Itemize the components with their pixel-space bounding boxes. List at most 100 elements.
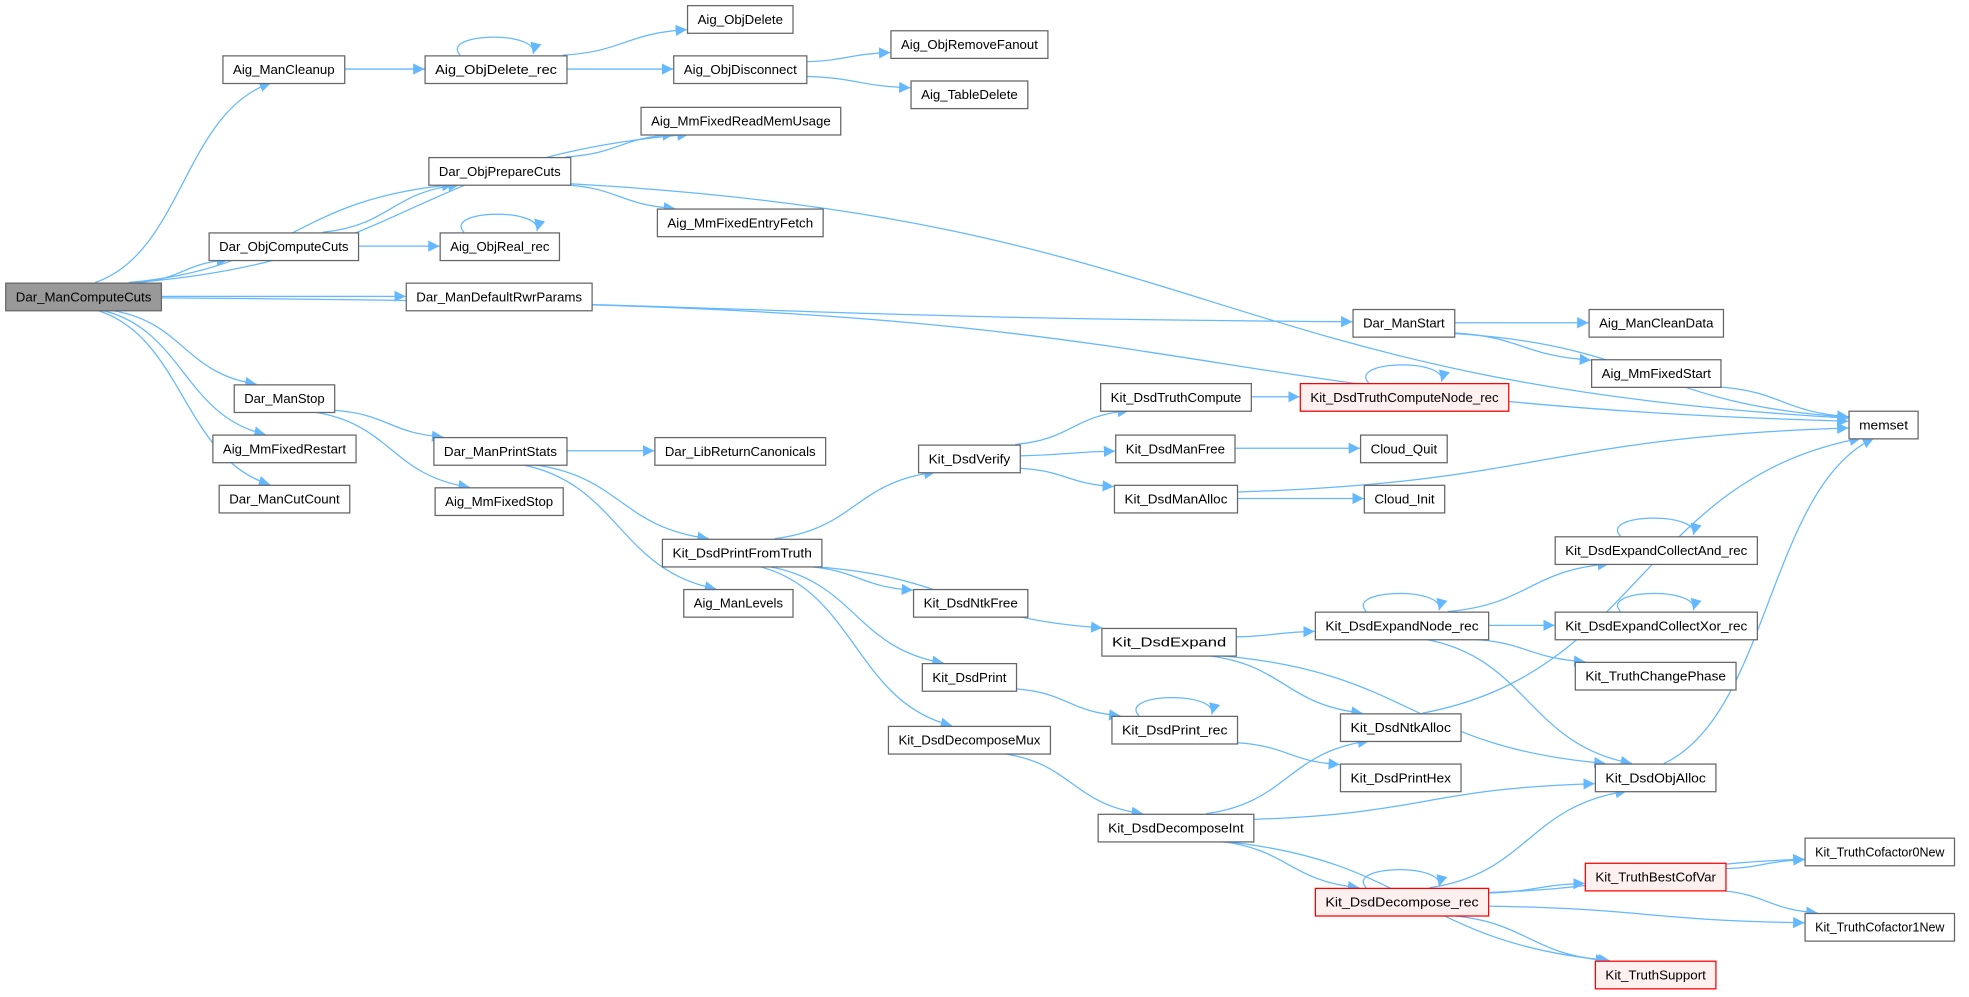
node-cloud-quit[interactable]: Cloud_Quit [1359, 434, 1448, 464]
node-kit-dsdprint[interactable]: Kit_DsdPrint [921, 662, 1018, 692]
node-box [405, 282, 593, 312]
node-label: Kit_TruthCofactor0New [1815, 844, 1945, 859]
node-box [654, 436, 827, 466]
node-aig-mmfixedstop[interactable]: Aig_MmFixedStop [434, 487, 564, 517]
node-kit-dsddecompose-rec[interactable]: Kit_DsdDecompose_rec [1314, 887, 1490, 917]
node-label: Dar_ManPrintStats [444, 444, 557, 459]
node-box [1101, 627, 1237, 657]
node-dar-mancutcount[interactable]: Dar_ManCutCount [218, 484, 351, 514]
call-edge-dar-mancomputecuts-to-dar-objcomputecuts [137, 255, 229, 284]
node-kit-dsdobjalloc[interactable]: Kit_DsdObjAlloc [1594, 763, 1717, 793]
node-label: Aig_ManLevels [694, 596, 784, 611]
call-edge-kit-dsdprintfromtruth-to-kit-dsdntkfree [804, 565, 913, 596]
node-box [912, 588, 1029, 618]
node-kit-dsdmanfree[interactable]: Kit_DsdManFree [1115, 434, 1236, 464]
node-kit-dsdexpandcollectand-rec[interactable]: Kit_DsdExpandCollectAnd_rec [1554, 536, 1758, 566]
node-kit-dsdexpand[interactable]: Kit_DsdExpand [1101, 627, 1237, 657]
node-kit-dsdprintfromtruth[interactable]: Kit_DsdPrintFromTruth [661, 538, 823, 568]
node-kit-dsddecomposeint[interactable]: Kit_DsdDecomposeInt [1097, 813, 1255, 843]
node-box [686, 5, 794, 34]
node-aig-mmfixedrestart[interactable]: Aig_MmFixedRestart [212, 434, 357, 464]
node-label: Aig_MmFixedRestart [223, 441, 346, 456]
node-box [1574, 661, 1737, 691]
node-label: Aig_ObjDelete_rec [435, 62, 557, 77]
node-aig-mmfixedstart[interactable]: Aig_MmFixedStart [1590, 359, 1722, 389]
node-box [434, 487, 564, 517]
node-aig-mmfixedreadmemusage[interactable]: Aig_MmFixedReadMemUsage [640, 106, 842, 136]
node-kit-dsdexpandcollectxor-rec[interactable]: Kit_DsdExpandCollectXor_rec [1554, 611, 1758, 641]
node-kit-dsdprint-rec[interactable]: Kit_DsdPrint_rec [1111, 715, 1239, 745]
node-box [917, 444, 1021, 474]
call-edge-kit-dsdexpandcollectxor-rec-to-kit-dsdexpandcollectxor-rec [1616, 592, 1702, 612]
node-aig-mancleanup[interactable]: Aig_ManCleanup [222, 55, 346, 85]
node-cloud-init[interactable]: Cloud_Init [1363, 484, 1446, 514]
node-box [1111, 715, 1239, 745]
node-aig-objdelete-rec[interactable]: Aig_ObjDelete_rec [424, 55, 568, 85]
node-box [1339, 713, 1462, 743]
node-memset[interactable]: memset [1848, 410, 1919, 440]
node-kit-truthbestcofvar[interactable]: Kit_TruthBestCofVar [1584, 862, 1727, 892]
node-box [1804, 912, 1956, 942]
node-label: Dar_LibReturnCanonicals [665, 444, 816, 459]
node-aig-objreal-rec[interactable]: Aig_ObjReal_rec [439, 232, 561, 262]
node-kit-dsdmanalloc[interactable]: Kit_DsdManAlloc [1113, 484, 1239, 514]
node-dar-manstop[interactable]: Dar_ManStop [233, 384, 336, 414]
call-edge-kit-dsdexpandnode-rec-to-kit-dsdexpandcollectand-rec [1447, 559, 1610, 613]
node-aig-objdelete[interactable]: Aig_ObjDelete [686, 5, 794, 34]
call-edge-kit-dsdmanalloc-to-memset [1236, 422, 1849, 493]
node-aig-manlevels[interactable]: Aig_ManLevels [683, 588, 794, 618]
node-aig-tabledelete[interactable]: Aig_TableDelete [910, 80, 1029, 110]
node-kit-truthsupport[interactable]: Kit_TruthSupport [1594, 960, 1717, 990]
node-dar-mancomputecuts[interactable]: Dar_ManComputeCuts [5, 282, 163, 312]
node-aig-mmfixedentryfetch[interactable]: Aig_MmFixedEntryFetch [656, 208, 824, 238]
node-kit-truthcofactor1new[interactable]: Kit_TruthCofactor1New [1804, 912, 1956, 942]
node-kit-dsdtruthcompute[interactable]: Kit_DsdTruthCompute [1100, 382, 1252, 412]
node-label: Kit_DsdNtkFree [924, 596, 1018, 611]
node-dar-objcomputecuts[interactable]: Dar_ObjComputeCuts [208, 232, 360, 262]
node-dar-manprintstats[interactable]: Dar_ManPrintStats [433, 436, 568, 466]
node-kit-dsdverify[interactable]: Kit_DsdVerify [917, 444, 1021, 474]
call-edge-kit-dsdprint-to-kit-dsdprint-rec [1015, 688, 1121, 721]
call-edge-kit-dsddecomposemux-to-kit-dsddecomposeint [1001, 752, 1143, 818]
call-edge-dar-mancomputecuts-to-dar-mancutcount [96, 309, 271, 487]
node-label: Kit_DsdPrint [932, 670, 1006, 685]
node-aig-mancleandata[interactable]: Aig_ManCleanData [1588, 308, 1725, 338]
call-edge-dar-objcomputecuts-to-dar-objpreparecuts [322, 180, 460, 233]
node-aig-objremovefanout[interactable]: Aig_ObjRemoveFanout [890, 30, 1049, 60]
node-label: Kit_DsdPrintHex [1351, 770, 1452, 785]
node-box [1299, 382, 1510, 412]
node-kit-dsddecomposemux[interactable]: Kit_DsdDecomposeMux [887, 725, 1052, 755]
call-edge-dar-mandefaultrwrparams-to-memset [591, 304, 1849, 427]
call-edge-kit-dsddecomposeint-to-kit-dsddecompose-rec [1217, 840, 1360, 893]
node-dar-mandefaultrwrparams[interactable]: Dar_ManDefaultRwrParams [405, 282, 593, 312]
node-dar-libreturncanonicals[interactable]: Dar_LibReturnCanonicals [654, 436, 827, 466]
node-kit-dsdntkalloc[interactable]: Kit_DsdNtkAlloc [1339, 713, 1462, 743]
node-kit-truthchangephase[interactable]: Kit_TruthChangePhase [1574, 661, 1737, 691]
node-label: Kit_DsdTruthCompute [1111, 390, 1242, 405]
node-label: Kit_DsdExpandNode_rec [1325, 618, 1479, 633]
node-box [439, 232, 561, 262]
node-dar-manstart[interactable]: Dar_ManStart [1352, 308, 1456, 338]
node-dar-objpreparecuts[interactable]: Dar_ObjPrepareCuts [428, 156, 572, 186]
call-edge-dar-manstop-to-dar-manprintstats [334, 409, 444, 442]
node-kit-truthcofactor0new[interactable]: Kit_TruthCofactor0New [1804, 837, 1956, 867]
node-kit-dsdntkfree[interactable]: Kit_DsdNtkFree [912, 588, 1029, 618]
node-box [656, 208, 824, 238]
call-edge-kit-dsdprintfromtruth-to-kit-dsddecomposemux [758, 565, 953, 729]
call-edge-aig-mmfixedstart-to-memset [1716, 386, 1849, 422]
call-edge-kit-dsddecompose-rec-to-kit-truthbestcofvar [1488, 878, 1585, 894]
node-box [1554, 536, 1758, 566]
node-label: Aig_ManCleanData [1599, 316, 1714, 331]
call-edge-aig-objdelete-rec-to-aig-objdelete-rec [456, 36, 542, 56]
node-label: Kit_DsdNtkAlloc [1351, 720, 1452, 735]
node-label: Kit_DsdDecomposeInt [1108, 821, 1244, 836]
node-kit-dsdtruthcomputenode-rec[interactable]: Kit_DsdTruthComputeNode_rec [1299, 382, 1510, 412]
node-kit-dsdprinthex[interactable]: Kit_DsdPrintHex [1339, 763, 1462, 793]
node-box [890, 30, 1049, 60]
call-edge-kit-truthbestcofvar-to-kit-truthcofactor0new [1725, 854, 1805, 870]
node-box [1359, 434, 1448, 464]
node-kit-dsdexpandnode-rec[interactable]: Kit_DsdExpandNode_rec [1314, 611, 1490, 641]
call-edge-kit-dsdexpand-to-kit-dsdexpandnode-rec [1235, 625, 1315, 638]
node-aig-objdisconnect[interactable]: Aig_ObjDisconnect [673, 55, 808, 85]
node-label: Kit_DsdObjAlloc [1605, 770, 1706, 785]
